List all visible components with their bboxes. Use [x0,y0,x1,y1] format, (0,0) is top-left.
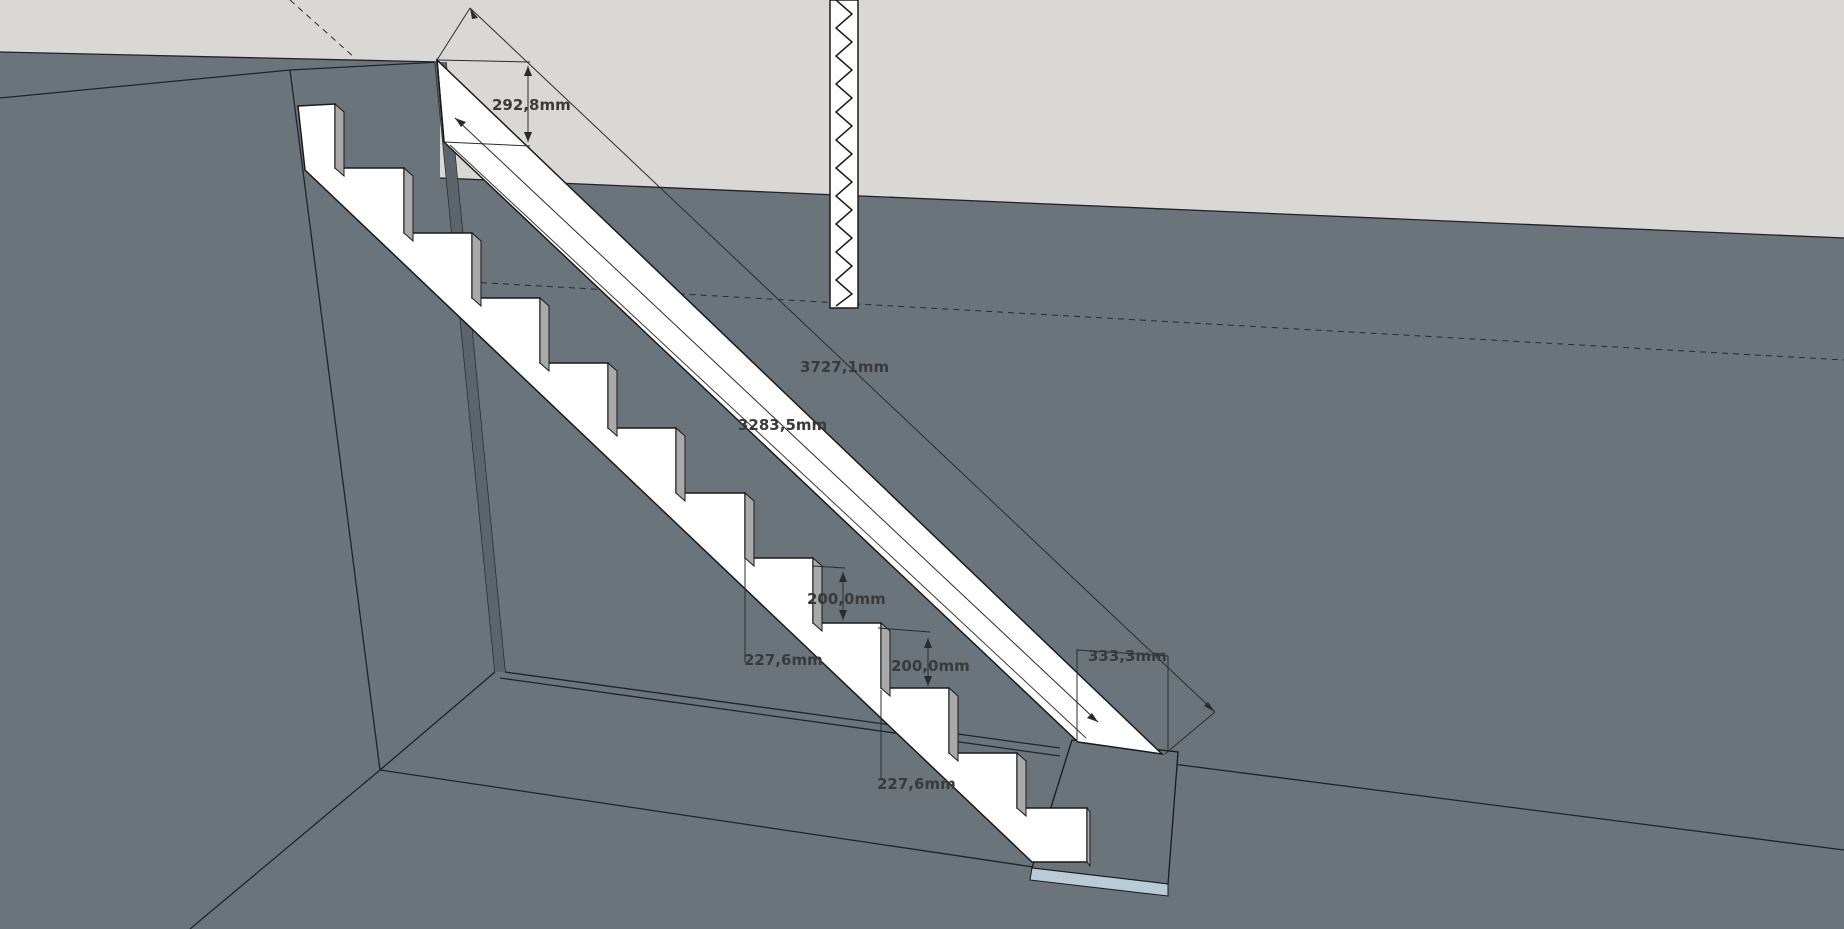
dim-tread-1: 227,6mm [744,651,823,669]
dim-bottom-run: 333,3mm [1088,647,1167,665]
zigzag-rail [829,0,859,309]
dim-riser-2: 200,0mm [891,657,970,675]
dimension-lines [436,7,1216,780]
dim-stringer-length: 3283,5mm [738,416,827,434]
dimension-arrows [455,8,1215,722]
dim-overall-length: 3727,1mm [800,358,889,376]
left-stringer [297,102,1091,868]
wall-shadow [435,62,505,672]
dim-stringer-width: 292,8mm [492,96,571,114]
dim-riser-1: 200,0mm [807,590,886,608]
guide-lines [289,0,1844,361]
room-edges [0,51,1844,929]
dim-tread-2: 227,6mm [877,775,956,793]
right-stringer [436,58,1165,756]
